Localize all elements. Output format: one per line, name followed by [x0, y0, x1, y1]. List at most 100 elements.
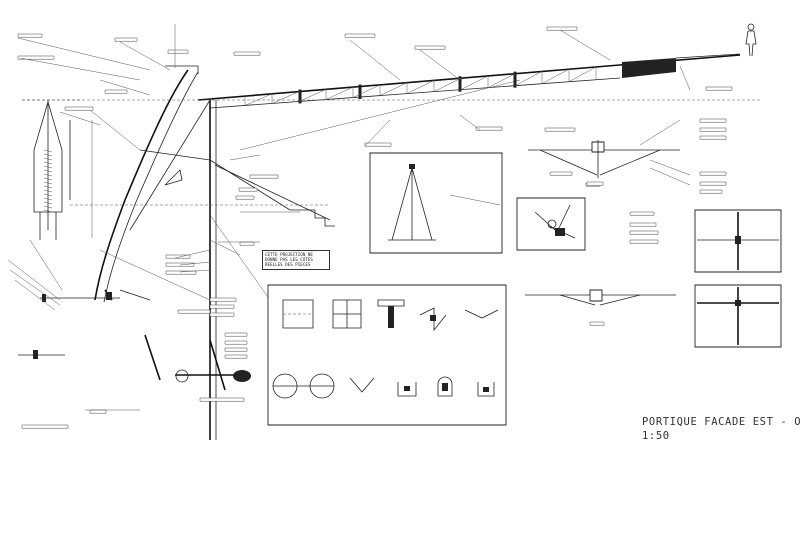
truss-verticals: [245, 67, 596, 105]
strut-left: [130, 100, 210, 230]
connector-block: [106, 292, 112, 300]
left-section: [22, 100, 80, 240]
truss-diagonals: [245, 67, 596, 105]
projection-note-line-3: REELLES DES PIECES: [265, 262, 311, 268]
label-tag: [415, 46, 445, 49]
label-tag: [225, 355, 247, 358]
small-triangle: [165, 170, 182, 185]
strut-right-2: [215, 165, 330, 220]
brace-back: [100, 250, 210, 300]
label-tag: [476, 127, 502, 130]
label-tag: [105, 90, 127, 93]
label-tag: [700, 128, 726, 131]
label-tag: [345, 34, 375, 37]
tie-a: [120, 290, 150, 300]
label-tag: [65, 107, 93, 110]
label-tag: [210, 298, 236, 301]
projection-note: CETTE PROJECTION NE DONNE PAS LES COTES …: [262, 250, 330, 270]
truss-node: [358, 84, 362, 100]
label-tag: [166, 263, 194, 266]
detail-c-node: [735, 236, 741, 244]
section-a-left: [540, 150, 597, 175]
boom-tip: [676, 54, 740, 58]
base-plate-b: [210, 340, 225, 390]
label-tag: [225, 348, 247, 351]
truss-diagonal: [461, 76, 488, 90]
hatch-line: [44, 170, 52, 172]
truss-node: [513, 71, 517, 88]
leader-fan: [8, 240, 62, 310]
hatch-line: [44, 194, 52, 196]
label-tag: [225, 333, 247, 336]
aframe-frame: [370, 153, 502, 253]
hatch-line: [44, 202, 52, 204]
truss-diagonal: [542, 69, 569, 84]
label-tag: [18, 56, 54, 59]
spire-hatch: [44, 150, 52, 212]
leader-lines: [18, 24, 690, 272]
label-tag: [545, 128, 575, 131]
label-tag: [706, 87, 732, 90]
spire-outline: [34, 102, 62, 212]
label-tag: [547, 27, 577, 30]
hatch-line: [44, 210, 52, 212]
label-tag: [587, 182, 603, 185]
sheet-title: PORTIQUE FACADE EST - OUES 1:50: [642, 415, 800, 443]
aframe-leg-right: [412, 168, 432, 240]
label-tag: [234, 52, 260, 55]
section-b-left: [560, 295, 595, 305]
truss-node: [298, 89, 302, 104]
truss-node: [458, 76, 462, 92]
label-tag: [210, 313, 234, 316]
label-tag: [166, 271, 196, 274]
label-tag: [22, 425, 68, 428]
joint-frame: [517, 198, 585, 250]
label-tag: [240, 242, 254, 245]
joint-block: [555, 228, 565, 236]
hatch-line: [44, 174, 52, 176]
hatch-line: [44, 154, 52, 156]
label-tag: [115, 38, 137, 41]
step-detail: [290, 210, 335, 226]
boom-bottom-chord: [210, 78, 620, 108]
label-tag: [239, 188, 257, 191]
sheet-title-line-1: PORTIQUE FACADE EST - OUES: [642, 416, 800, 428]
label-tag: [700, 172, 726, 175]
section-b-right: [600, 295, 640, 305]
base-plate-a: [145, 335, 160, 380]
projection-note-line-2: DONNE PAS LES COTES: [265, 257, 313, 263]
boom-end-hatched: [622, 58, 676, 78]
hatch-line: [44, 206, 52, 208]
label-tag: [250, 175, 278, 178]
label-tag: [210, 305, 234, 308]
section-a: [528, 140, 680, 178]
detail-d-node: [735, 300, 741, 306]
label-tag: [225, 341, 247, 344]
truss-diagonal: [407, 80, 434, 93]
label-tag: [236, 196, 254, 199]
label-tag: [700, 190, 722, 193]
label-tag: [365, 143, 391, 146]
hatch-line: [44, 182, 52, 184]
label-tag: [166, 255, 190, 258]
label-tag: [630, 223, 656, 226]
hatch-line: [44, 162, 52, 164]
hatch-line: [44, 178, 52, 180]
truss-diagonal: [488, 74, 515, 88]
strut-mid: [140, 150, 210, 160]
profile-5: [465, 310, 498, 318]
truss-diagonal: [380, 83, 407, 96]
label-tag: [630, 240, 658, 243]
hatch-line: [44, 158, 52, 160]
hatch-line: [44, 166, 52, 168]
section-a-right: [600, 150, 660, 175]
label-tag: [178, 310, 210, 313]
profile-frame: [268, 285, 506, 425]
truss-diagonal: [515, 71, 542, 85]
profile-sheet: [268, 285, 506, 425]
label-tag: [18, 34, 42, 37]
profile-3-web: [388, 306, 394, 328]
label-tag: [700, 136, 726, 139]
truss-diagonal: [353, 85, 380, 98]
